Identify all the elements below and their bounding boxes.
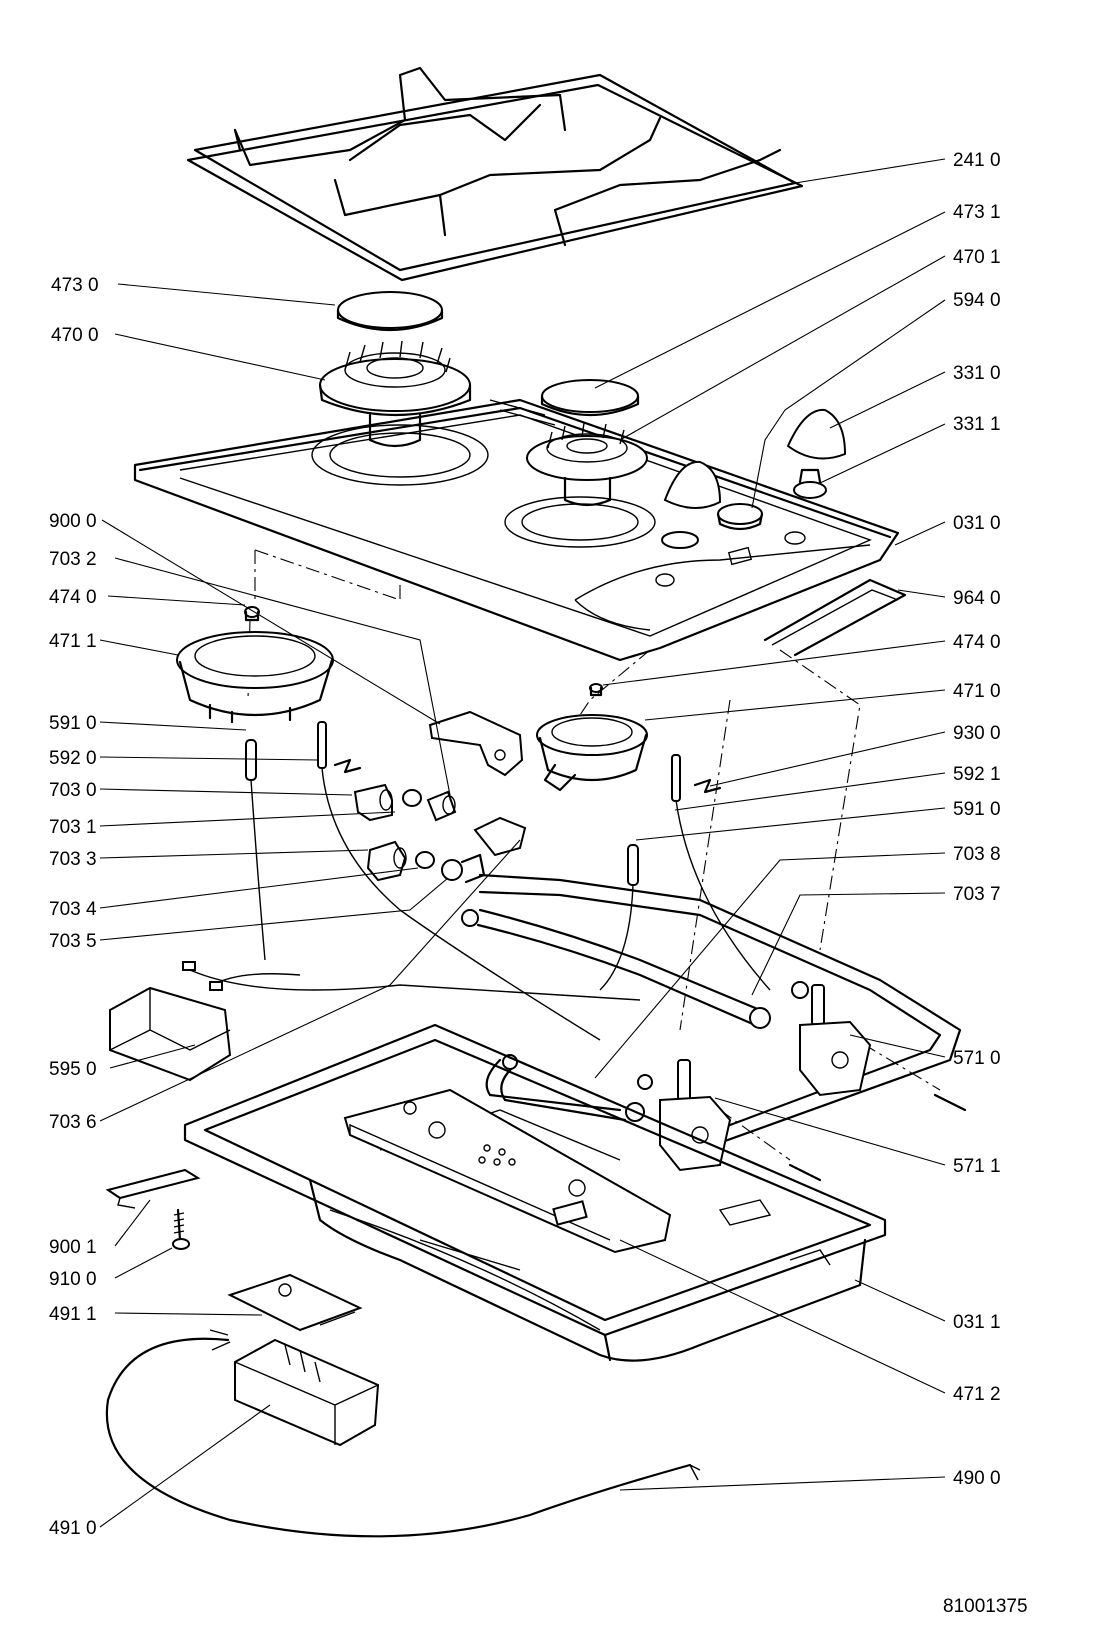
label-031-0: 031 0 xyxy=(953,513,1001,534)
label-471-2: 471 2 xyxy=(953,1384,1001,1405)
label-331-1: 331 1 xyxy=(953,414,1001,435)
elbow-fitting-703-3 xyxy=(366,840,407,882)
nut-703-5 xyxy=(441,853,486,884)
label-473-1: 473 1 xyxy=(953,202,1001,223)
label-591-0-right: 591 0 xyxy=(953,799,1001,820)
gas-pipe-main xyxy=(461,873,962,1152)
burner-cap-small xyxy=(540,379,640,417)
control-knob-right xyxy=(786,408,847,499)
label-703-8: 703 8 xyxy=(953,844,1001,865)
screw-571-left xyxy=(788,1163,822,1182)
spark-generator xyxy=(109,961,641,1082)
burner-support-plate xyxy=(343,1088,672,1254)
label-031-1: 031 1 xyxy=(953,1312,1001,1333)
screw-474-left xyxy=(244,606,260,622)
leader-lines xyxy=(99,158,946,1528)
burner-cap-large xyxy=(336,291,444,332)
mains-cable xyxy=(105,1329,701,1538)
elbow-fitting-703-0 xyxy=(353,783,393,822)
thermocouple-right xyxy=(599,844,639,991)
terminal-block xyxy=(234,1338,380,1447)
terminal-cover xyxy=(227,1273,363,1332)
label-470-0: 470 0 xyxy=(51,325,99,346)
label-473-0: 473 0 xyxy=(51,275,99,296)
label-595-0: 595 0 xyxy=(49,1059,97,1080)
screw-474-right xyxy=(589,683,603,697)
pan-support-grid xyxy=(186,66,804,282)
label-490-0: 490 0 xyxy=(953,1468,1001,1489)
label-900-1: 900 1 xyxy=(49,1237,97,1258)
bracket-900 xyxy=(428,710,524,777)
label-470-1: 470 1 xyxy=(953,247,1001,268)
label-571-1: 571 1 xyxy=(953,1156,1001,1177)
label-930-0: 930 0 xyxy=(953,723,1001,744)
clamp-screw xyxy=(172,1208,190,1250)
screw-571-right xyxy=(933,1093,967,1112)
hob-top-plate xyxy=(133,398,900,662)
label-703-4: 703 4 xyxy=(49,899,97,920)
label-331-0: 331 0 xyxy=(953,363,1001,384)
label-703-5: 703 5 xyxy=(49,931,97,952)
label-592-0: 592 0 xyxy=(49,748,97,769)
gas-tap-left xyxy=(659,1059,732,1172)
control-knob-left xyxy=(661,460,722,549)
part-labels: 241 0 473 1 470 1 594 0 473 0 470 0 331 … xyxy=(49,150,1028,1617)
label-241-0: 241 0 xyxy=(953,150,1001,171)
label-491-1: 491 1 xyxy=(49,1304,97,1325)
drawing-number: 81001375 xyxy=(943,1596,1028,1617)
nut-703-2 xyxy=(426,790,457,822)
label-592-1: 592 1 xyxy=(953,764,1001,785)
label-703-6: 703 6 xyxy=(49,1112,97,1133)
washer-703-4 xyxy=(415,851,435,869)
label-591-0-left: 591 0 xyxy=(49,713,97,734)
label-474-0-right: 474 0 xyxy=(953,632,1001,653)
gas-pipe-secondary xyxy=(485,1054,653,1122)
washer-703-1 xyxy=(402,789,422,807)
label-910-0: 910 0 xyxy=(49,1269,97,1290)
gas-tap-right xyxy=(799,984,872,1097)
cable-clamp xyxy=(105,1168,201,1209)
burner-crown-large xyxy=(318,340,472,448)
clips-930 xyxy=(333,758,722,794)
label-900-0: 900 0 xyxy=(49,511,97,532)
label-594-0: 594 0 xyxy=(953,290,1001,311)
label-964-0: 964 0 xyxy=(953,588,1001,609)
burner-crown-small xyxy=(526,422,648,507)
label-703-7: 703 7 xyxy=(953,884,1001,905)
burner-base-small xyxy=(536,714,648,792)
label-571-0: 571 0 xyxy=(953,1048,1001,1069)
label-703-0: 703 0 xyxy=(49,780,97,801)
label-471-1: 471 1 xyxy=(49,631,97,652)
label-471-0: 471 0 xyxy=(953,681,1001,702)
thermocouple-left xyxy=(245,739,266,961)
seal-strip xyxy=(763,578,907,657)
label-474-0-left: 474 0 xyxy=(49,587,97,608)
label-491-0: 491 0 xyxy=(49,1518,97,1539)
ignition-electrode-left xyxy=(317,721,601,1041)
label-703-3: 703 3 xyxy=(49,849,97,870)
ignition-button xyxy=(716,503,764,531)
label-703-1: 703 1 xyxy=(49,817,97,838)
fitting-703-6 xyxy=(473,816,527,857)
ignition-electrode-right xyxy=(671,754,771,991)
label-703-2: 703 2 xyxy=(49,549,97,570)
